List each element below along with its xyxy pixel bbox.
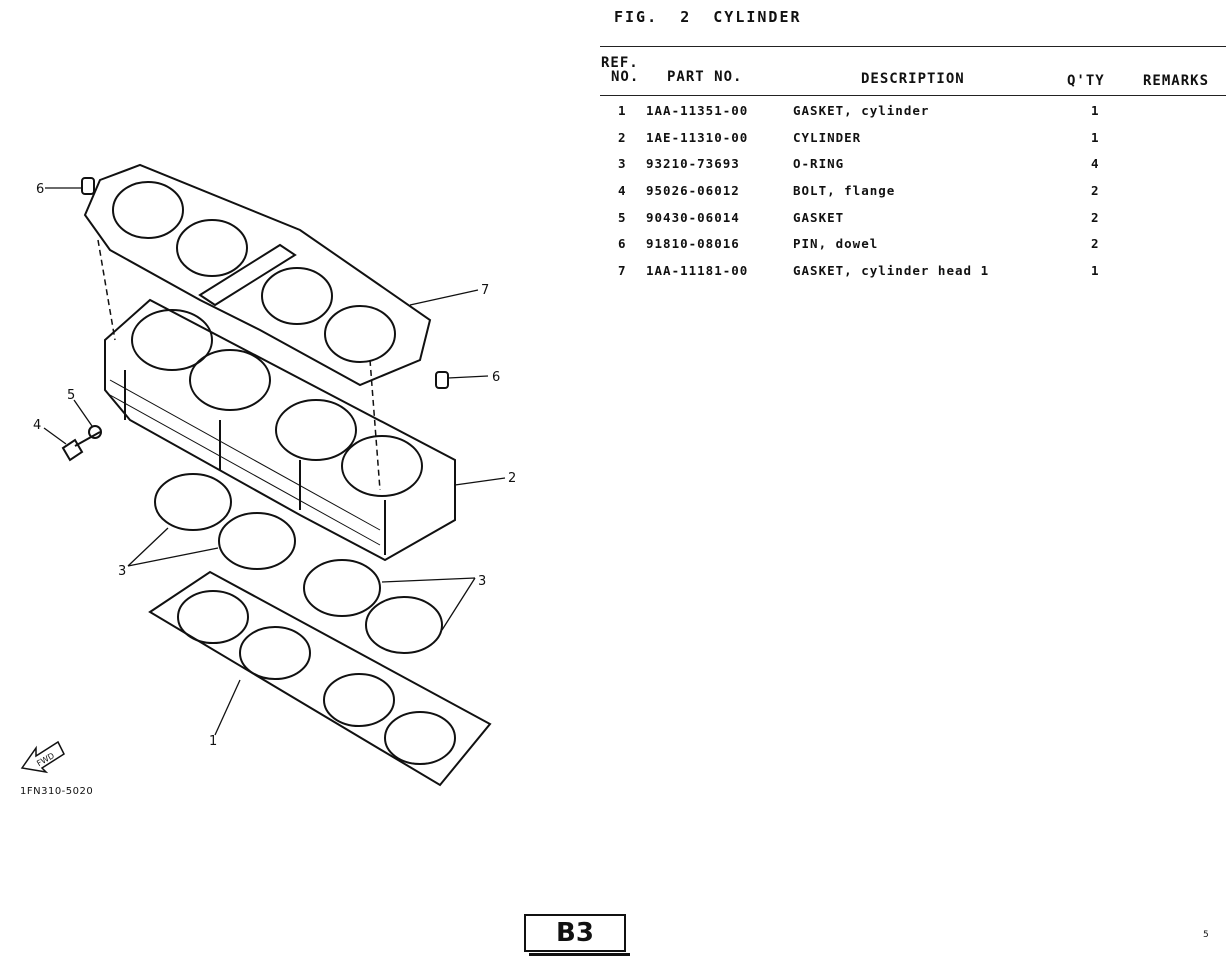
row-description: GASKET [793,209,845,225]
page-badge: B3 [524,914,630,956]
header-qty: Q'TY [1067,73,1105,89]
row-ref-no: 1 [618,103,627,118]
figure-number: 2 [680,8,692,26]
row-qty: 2 [1091,183,1100,199]
callout-2: 2 [508,471,516,486]
row-qty: 2 [1091,209,1100,225]
table-row: 2 1AE-11310-00 CYLINDER 1 [600,126,1226,153]
dowel-pins-drawing [81,177,449,491]
header-ref-line1: REF. [601,55,639,71]
row-ref-no: 7 [618,263,627,279]
row-description: GASKET, cylinder head 1 [793,263,990,279]
table-row: 7 1AA-11181-00 GASKET, cylinder head 1 1 [600,259,1226,286]
row-part-no: 1AA-11351-00 [646,103,749,118]
table-row: 6 91810-08016 PIN, dowel 2 [600,232,1226,259]
row-ref-no: 3 [618,156,627,172]
row-part-no: 1AE-11310-00 [646,129,749,145]
table-row: 1 1AA-11351-00 GASKET, cylinder 1 [600,99,1226,126]
table-header-rule [600,95,1226,96]
exploded-cylinder-diagram: 6 6 7 2 3 3 4 5 1 FWD [20,163,516,787]
row-description: GASKET, cylinder [793,103,930,118]
callout-7: 7 [481,283,489,298]
parts-table: REF. NO. PART NO. DESCRIPTION Q'TY REMAR… [600,46,1226,286]
row-ref-no: 6 [618,236,627,252]
head-gasket-drawing [83,163,432,387]
callout-leaders [43,187,506,736]
bolt-and-washer-drawing [61,425,102,462]
callout-4: 4 [33,418,41,433]
callout-5: 5 [67,388,75,403]
figure-name: CYLINDER [713,8,802,26]
row-part-no: 93210-73693 [646,156,740,172]
row-description: O-RING [793,156,845,172]
row-ref-no: 2 [618,129,627,145]
row-description: CYLINDER [793,129,862,145]
diagram-code: 1FN310-5020 [20,786,94,797]
row-ref-no: 5 [618,209,627,225]
header-ref-line2: NO. [611,69,640,85]
header-part-no: PART NO. [667,69,743,85]
row-ref-no: 4 [618,183,627,199]
callout-6-right: 6 [492,370,500,385]
table-row: 5 90430-06014 GASKET 2 [600,206,1226,233]
header-description: DESCRIPTION [861,71,965,87]
row-qty: 1 [1091,263,1100,279]
row-part-no: 91810-08016 [646,236,740,252]
header-remarks: REMARKS [1143,73,1210,89]
row-description: PIN, dowel [793,236,879,252]
figure-label: FIG. [614,8,659,26]
table-row: 4 95026-06012 BOLT, flange 2 [600,179,1226,206]
row-qty: 4 [1091,156,1100,172]
row-part-no: 1AA-11181-00 [646,263,749,279]
table-row: 3 93210-73693 O-RING 4 [600,152,1226,179]
o-rings-drawing [154,473,443,654]
cylinder-block-drawing [104,298,456,562]
row-qty: 1 [1091,103,1100,118]
forward-arrow-icon: FWD [20,740,65,774]
corner-mark: 5 [1203,930,1209,940]
row-qty: 2 [1091,236,1100,252]
row-part-no: 95026-06012 [646,183,740,199]
figure-title: FIG. 2 CYLINDER [614,8,802,26]
callout-6-left: 6 [36,182,44,197]
table-top-rule [600,46,1226,47]
callout-3-left: 3 [118,564,126,579]
base-gasket-drawing [148,570,492,787]
row-qty: 1 [1091,129,1100,145]
row-part-no: 90430-06014 [646,209,740,225]
callout-3-right: 3 [478,574,486,589]
table-header: REF. NO. PART NO. DESCRIPTION Q'TY REMAR… [600,47,1226,95]
row-description: BOLT, flange [793,183,896,199]
callout-1: 1 [209,734,217,749]
